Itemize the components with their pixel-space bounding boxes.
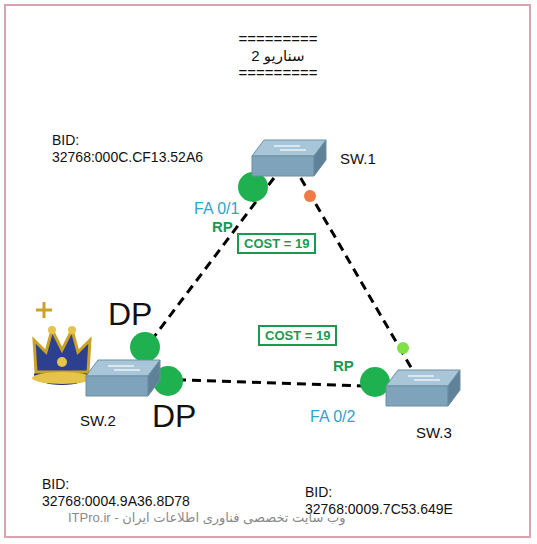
switch-name: SW.3 — [416, 424, 452, 441]
link-cost: COST = 19 — [258, 325, 337, 346]
port-role: DP — [108, 296, 152, 333]
watermark: ITPro.ir - وب سایت تخصصی فناوری اطلاعات … — [68, 510, 345, 525]
switch-name: SW.2 — [80, 412, 116, 429]
port-role: RP — [333, 357, 354, 374]
port-name: FA 0/2 — [310, 408, 355, 426]
port-status-dot — [304, 190, 316, 202]
switch-icon — [384, 368, 462, 408]
trunk-link — [138, 178, 274, 358]
port-role: DP — [152, 398, 196, 435]
port-name: FA 0/1 — [194, 200, 239, 218]
trunk-link — [162, 379, 384, 386]
link-cost: COST = 19 — [237, 233, 316, 254]
switch-node: SW.3 — [384, 368, 462, 408]
switch-icon — [250, 138, 328, 178]
frame — [5, 5, 530, 537]
switch-icon — [84, 358, 162, 398]
port-status-dot — [397, 342, 409, 354]
bridge-id: BID: 32768:000C.CF13.52A6 — [52, 132, 203, 166]
bridge-id: BID: 32768:0004.9A36.8D78 — [42, 476, 190, 510]
root-crown — [32, 302, 92, 385]
switch-node: SW.1 — [250, 138, 328, 178]
switch-name: SW.1 — [340, 150, 376, 167]
switch-node: SW.2 — [84, 358, 162, 398]
port-dot — [130, 172, 390, 397]
port-role: RP — [212, 218, 233, 235]
title-text: ========= سناریو 2 ========= — [222, 30, 334, 81]
